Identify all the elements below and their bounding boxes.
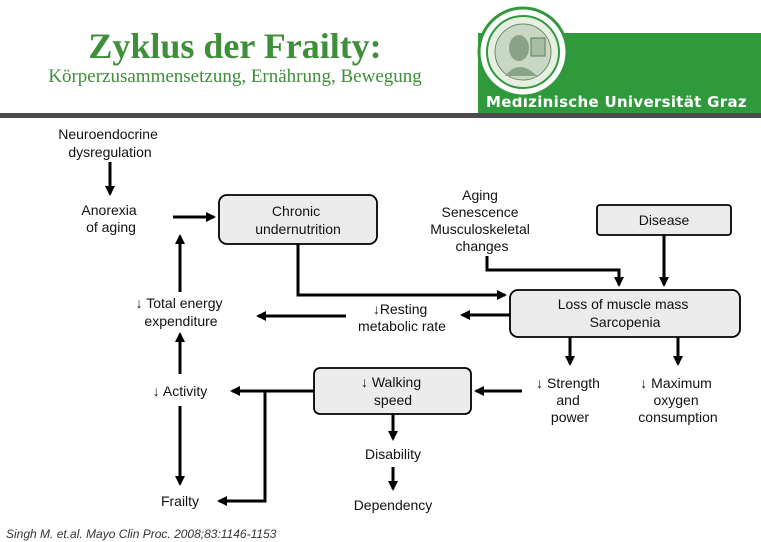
walking-speed-label: ↓ Walking speed <box>361 374 425 408</box>
anorexia-label: Anorexia of aging <box>81 202 140 235</box>
university-seal-icon <box>477 6 569 98</box>
dependency-label: Dependency <box>354 497 433 513</box>
oxygen-label: ↓ Maximum oxygen consumption <box>638 375 717 425</box>
slide-subtitle: Körperzusammensetzung, Ernährung, Bewegu… <box>48 66 422 87</box>
aging-label: Aging Senescence Musculoskeletal changes <box>430 187 534 254</box>
arrow-walking-to-frailty <box>217 391 267 506</box>
neuroendocrine-label: Neuroendocrine dysregulation <box>58 126 162 160</box>
strength-label: ↓ Strength and power <box>536 375 604 425</box>
slide-title: Zyklus der Frailty: <box>88 26 382 66</box>
arrow-aging-to-muscle <box>485 256 624 287</box>
activity-label: ↓ Activity <box>153 383 207 399</box>
chronic-undernutrition-label: Chronic undernutrition <box>255 203 341 237</box>
disease-label: Disease <box>639 212 690 228</box>
loss-of-muscle-mass-label: Loss of muscle mass Sarcopenia <box>558 296 693 330</box>
total-energy-label: ↓ Total energy expenditure <box>136 295 227 329</box>
resting-metabolic-label: ↓Resting metabolic rate <box>358 301 446 334</box>
arrow-chronic-to-muscle <box>296 244 507 300</box>
disability-label: Disability <box>365 446 421 462</box>
citation: Singh M. et.al. Mayo Clin Proc. 2008;83:… <box>6 527 277 541</box>
university-name: Medizinische Universität Graz <box>486 93 747 111</box>
frailty-label: Frailty <box>161 493 199 509</box>
header-divider <box>0 113 761 118</box>
